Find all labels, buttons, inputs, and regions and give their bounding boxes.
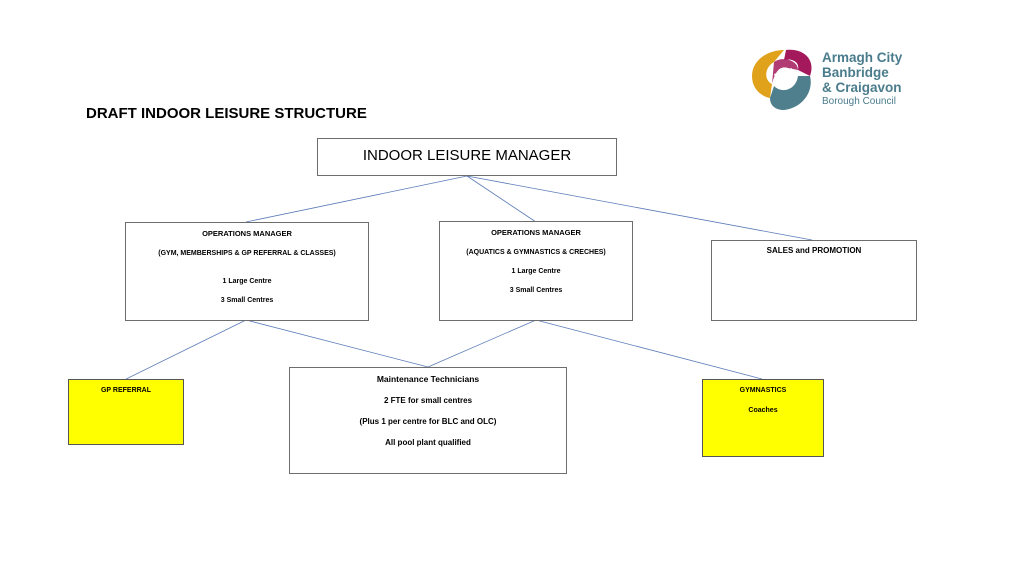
council-logo-icon: [752, 49, 812, 110]
connector-manager-sales: [466, 175, 813, 241]
logo-line-1: Armagh City: [822, 50, 903, 65]
gymnastics-box: GYMNASTICS Coaches: [702, 379, 824, 457]
sales-title: SALES and PROMOTION: [766, 246, 862, 255]
logo-subtitle: Borough Council: [822, 96, 896, 107]
ops1-title: OPERATIONS MANAGER: [202, 229, 292, 238]
maintenance-technicians-box: Maintenance Technicians 2 FTE for small …: [289, 367, 567, 474]
sales-promotion-box: SALES and PROMOTION: [711, 240, 917, 321]
connector-manager-ops1: [245, 175, 468, 223]
maintenance-pool: All pool plant qualified: [385, 437, 471, 447]
connector-ops1-gp: [125, 319, 247, 380]
connector-ops2-gymnastics: [535, 319, 763, 380]
logo-line-2: Banbridge: [822, 65, 889, 80]
maintenance-plus: (Plus 1 per centre for BLC and OLC): [359, 416, 497, 426]
ops2-small-centres: 3 Small Centres: [509, 286, 563, 294]
maintenance-title: Maintenance Technicians: [376, 374, 480, 384]
operations-manager-aquatics-box: OPERATIONS MANAGER (AQUATICS & GYMNASTIC…: [439, 221, 633, 321]
indoor-leisure-manager-box: INDOOR LEISURE MANAGER: [317, 138, 617, 176]
connector-ops2-maintenance: [427, 319, 537, 368]
logo-line-3: & Craigavon: [822, 80, 902, 95]
indoor-leisure-manager-title: INDOOR LEISURE MANAGER: [362, 147, 572, 164]
ops1-large-centre: 1 Large Centre: [222, 277, 272, 285]
logo-text: Armagh City Banbridge & Craigavon Boroug…: [822, 50, 902, 108]
connector-ops1-maintenance: [245, 319, 429, 368]
ops2-title: OPERATIONS MANAGER: [491, 228, 581, 237]
ops2-subtitle: (AQUATICS & GYMNASTICS & CRECHES): [466, 248, 606, 256]
gp-referral-box: GP REFERRAL: [68, 379, 184, 445]
ops2-large-centre: 1 Large Centre: [511, 267, 561, 275]
ops1-subtitle: (GYM, MEMBERSHIPS & GP REFERRAL & CLASSE…: [158, 249, 336, 257]
page-title: DRAFT INDOOR LEISURE STRUCTURE: [86, 105, 367, 122]
maintenance-fte: 2 FTE for small centres: [383, 395, 473, 405]
connector-manager-ops2: [466, 175, 537, 223]
gymnastics-title: GYMNASTICS: [739, 387, 787, 394]
operations-manager-gym-box: OPERATIONS MANAGER (GYM, MEMBERSHIPS & G…: [125, 222, 369, 321]
ops1-small-centres: 3 Small Centres: [220, 296, 274, 304]
gymnastics-coaches: Coaches: [748, 407, 778, 414]
gp-referral-title: GP REFERRAL: [100, 387, 152, 394]
